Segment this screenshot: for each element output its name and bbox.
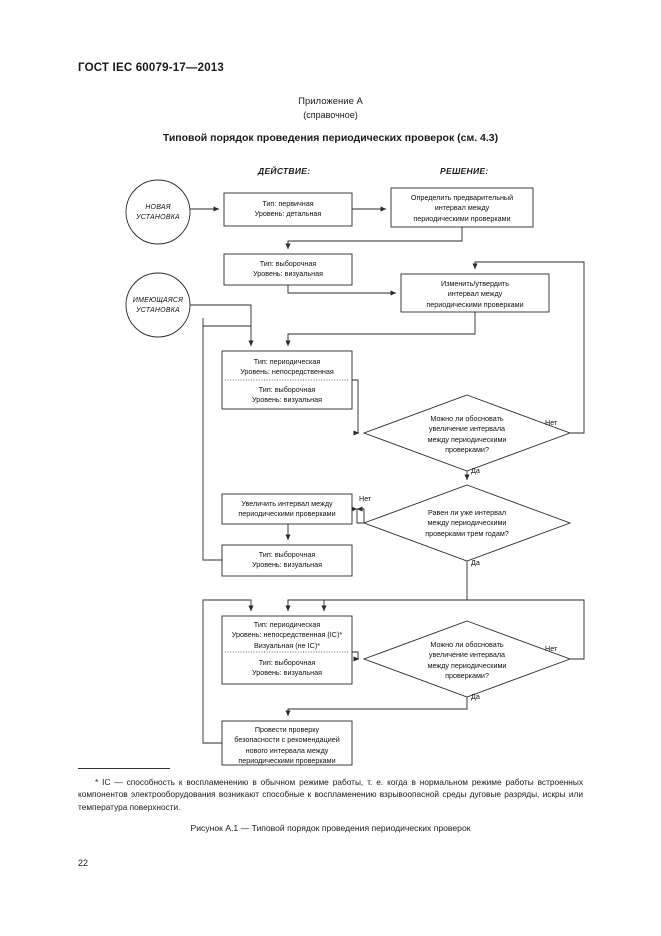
edge-label-d2-yes: Да [471, 558, 480, 567]
standard-header: ГОСТ IEC 60079-17—2013 [78, 62, 224, 74]
figure-caption: Рисунок А.1 — Типовой порядок проведения… [190, 823, 471, 833]
box-determine [390, 187, 534, 228]
column-caption-action: ДЕЙСТВИЕ: [258, 166, 311, 176]
edge-label-d3-no: Нет [545, 644, 558, 653]
box-sample-2 [221, 544, 353, 577]
edge-label-d3-yes: Да [471, 692, 480, 701]
edge-label-d2-no: Нет [359, 494, 372, 503]
edge-d3-yes-to-safety [285, 697, 468, 717]
edge-label-d1-no: Нет [545, 418, 558, 427]
figure-heading: Типовой порядок проведения периодических… [162, 132, 499, 144]
box-sample-1 [223, 253, 353, 286]
edge-periodic2-to-d3 [352, 651, 360, 662]
terminator-new-install [125, 179, 191, 245]
diamond-d1 [362, 394, 572, 472]
edge-determine-to-sample1 [285, 227, 463, 250]
edge-d3-no-to-periodic2 [321, 599, 585, 660]
box-safety-check [221, 720, 353, 766]
diamond-d2 [362, 484, 572, 562]
terminator-existing-install [125, 272, 191, 338]
page-number: 22 [78, 858, 89, 868]
box-increase [221, 493, 353, 525]
footnote-rule [78, 768, 170, 769]
edge-d2-no-to-increase [354, 508, 364, 524]
edge-sample2-loop-to-periodic1 [202, 325, 251, 561]
edge-d2-no-path [356, 506, 365, 523]
box-periodic-2 [221, 615, 353, 685]
edge-safety-loop-to-periodic2 [202, 599, 254, 744]
box-initial [223, 192, 353, 227]
edge-periodic1-to-d1 [352, 379, 360, 436]
column-caption-decision: РЕШЕНИЕ: [440, 166, 489, 176]
edge-sample1-to-modify [287, 285, 397, 296]
footnote-text: * IC — способность к воспламенению в обы… [78, 777, 583, 812]
edge-label-d1-yes: Да [471, 466, 480, 475]
edge-existing-to-periodic1 [190, 304, 254, 347]
diamond-d3 [362, 620, 572, 698]
box-modify [400, 273, 550, 313]
edge-modify-to-periodic1 [285, 312, 476, 347]
annex-subtitle: (справочное) [303, 110, 358, 120]
edge-d1-no-to-modify [472, 261, 585, 434]
annex-title: Приложение А [298, 96, 363, 107]
